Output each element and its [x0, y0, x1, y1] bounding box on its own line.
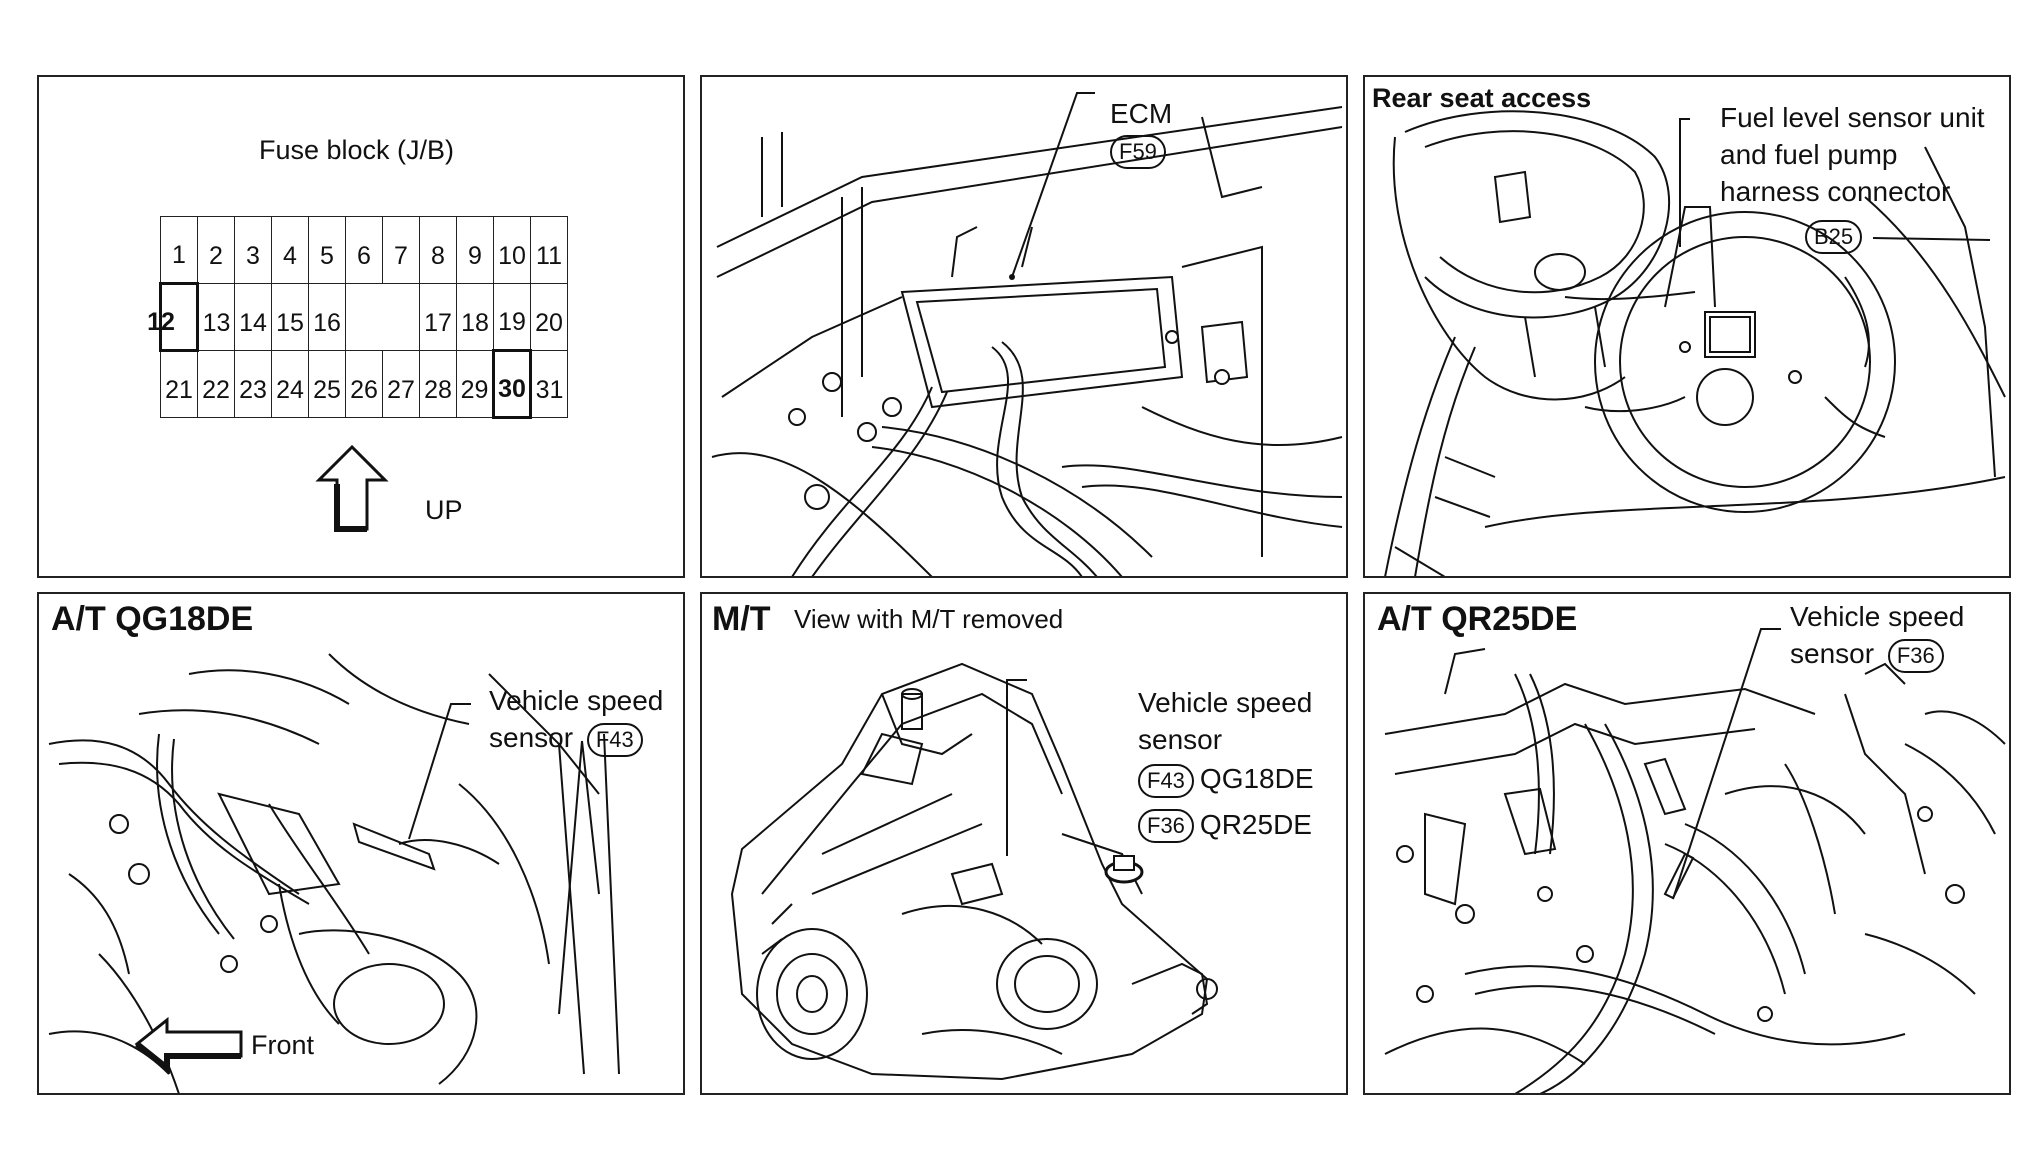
connector-f36: F36 [1138, 809, 1194, 844]
at-qg18de-illustration [48, 653, 620, 1093]
fuse-slot-24: 24 [271, 350, 309, 418]
label-line-2: sensor [1790, 638, 1875, 669]
fuel-sensor-label: Fuel level sensor unit and fuel pump har… [1720, 99, 1985, 210]
front-label: Front [251, 1030, 315, 1060]
panel-rear-seat: Rear seat access Fuel level sensor unit … [1363, 75, 2011, 578]
up-arrow-icon [315, 444, 389, 532]
label-line-2-row: sensor F36 [1790, 635, 1964, 673]
engine-bay-illustration [711, 92, 1343, 576]
label-line-1: Fuel level sensor unit [1720, 102, 1985, 133]
fuse-slot-8: 8 [419, 216, 457, 284]
fuse-slot-11: 11 [530, 216, 568, 284]
fuse-slot-23: 23 [234, 350, 272, 418]
fuse-slot-13: 13 [197, 283, 235, 351]
engine-qg18de: QG18DE [1199, 763, 1314, 794]
fuse-slot-1: 1 [160, 216, 198, 284]
engine-qr25de: QR25DE [1199, 808, 1312, 840]
at-qg18de-title: A/T QG18DE [51, 600, 254, 638]
mt-title: M/T [712, 600, 771, 638]
fuse-slot-14: 14 [234, 283, 272, 351]
fuse-slot-31: 31 [530, 350, 568, 418]
label-line-1: Vehicle speed [489, 685, 664, 716]
panel-at-qg18de: A/T QG18DE Vehicle speed sensor F43 Fron… [37, 592, 685, 1095]
fuse-slot-25: 25 [308, 350, 346, 418]
fuse-slot-30: 30 [492, 349, 532, 419]
fuse-slot-20: 20 [530, 283, 568, 351]
ecm-label: ECM [1110, 98, 1173, 129]
label-line-2: sensor [489, 722, 574, 753]
panel-ecm: ECM F59 [700, 75, 1348, 578]
fuse-slot-2: 2 [197, 216, 235, 284]
rear-seat-title: Rear seat access [1372, 83, 1592, 113]
front-arrow-icon [134, 1016, 243, 1075]
fuel-connector-badge: B25 [1805, 220, 1868, 254]
fuse-slot-22: 22 [197, 350, 235, 418]
vss-label-qg18de: Vehicle speed sensor F43 [489, 682, 663, 757]
speed-sensor-mt [1104, 855, 1144, 884]
connector-f36: F36 [1887, 638, 1944, 673]
vss-label-qr25de: Vehicle speed sensor F36 [1790, 598, 1964, 673]
fuse-slot-18: 18 [456, 283, 494, 351]
at-qr25de-illustration [1384, 628, 2006, 1093]
label-line-3: harness connector [1720, 176, 1951, 207]
label-line-1: Vehicle speed [1790, 601, 1965, 632]
manual-transmission-illustration [730, 662, 1218, 1081]
connector-f59: F59 [1110, 135, 1166, 169]
fuse-slot-28: 28 [419, 350, 457, 418]
fuse-slot-10: 10 [493, 216, 531, 284]
label-line-2: and fuel pump [1720, 139, 1898, 170]
ecm-connector-badge: F59 [1110, 135, 1172, 169]
at-qr25de-title: A/T QR25DE [1377, 600, 1578, 638]
fuse-block-title: Fuse block (J/B) [259, 135, 455, 165]
label-line-1: Vehicle speed [1138, 687, 1313, 718]
fuse-slot-16: 16 [308, 283, 346, 351]
up-label: UP [425, 495, 463, 525]
connector-f43: F43 [1138, 763, 1194, 798]
fuse-slot-15: 15 [271, 283, 309, 351]
label-line-2: sensor [1138, 724, 1223, 755]
label-line-2-row: sensor F43 [489, 719, 663, 757]
connector-b25: B25 [1805, 220, 1863, 254]
fuse-slot-21: 21 [160, 350, 198, 418]
mt-subtitle: View with M/T removed [794, 604, 1064, 634]
fuel-pump-illustration [1384, 110, 2006, 576]
fuse-slot-5: 5 [308, 216, 346, 284]
fuse-slot-9: 9 [456, 216, 494, 284]
fuse-slot-26: 26 [345, 350, 383, 418]
panel-mt: M/T View with M/T removed Vehicle speed … [700, 592, 1348, 1095]
panel-at-qr25de: A/T QR25DE Vehicle speed sensor F36 [1363, 592, 2011, 1095]
fuse-slot-12: 12 [141, 282, 181, 352]
connector-f43: F43 [586, 722, 643, 757]
